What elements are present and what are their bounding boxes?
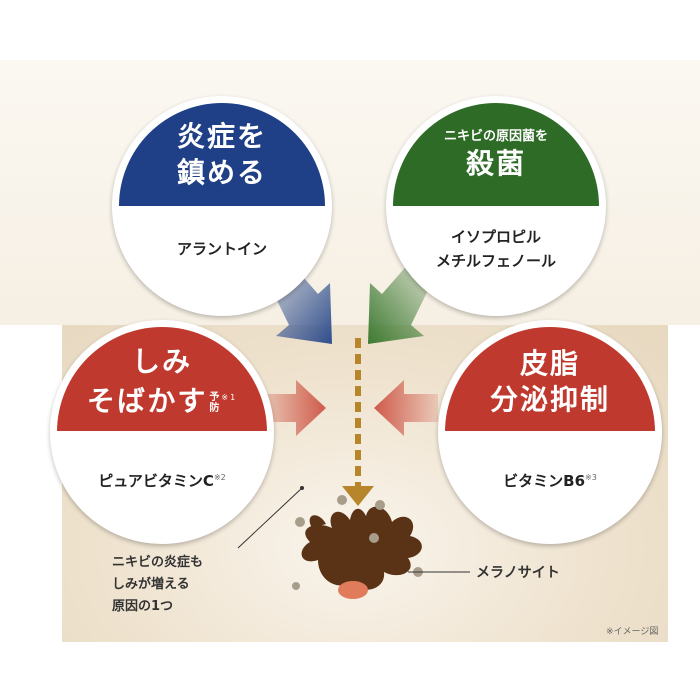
vitamin-c-note: ※2: [213, 472, 226, 482]
bubble-sterilize-body: イソプロピル メチルフェノール: [393, 206, 599, 292]
melanocyte-label: メラノサイト: [476, 565, 560, 581]
bubble-inflammation-header: 炎症を 鎮める: [119, 103, 325, 206]
sebum-title-line1: 皮脂: [519, 347, 580, 380]
prevent-line1: 予: [209, 391, 222, 403]
acne-note-line2: しみが増える: [112, 577, 190, 592]
bubble-spots: しみ そばかす予防※1 ピュアビタミンC※2: [50, 320, 274, 544]
red-arrow-right: [374, 380, 438, 436]
spots-title-line2-wrap: そばかす予防※1: [87, 380, 237, 419]
prevent-note: ※1: [221, 393, 238, 403]
inflammation-title-line2: 鎮める: [176, 155, 267, 189]
bubble-sebum-body: ビタミンB6※3: [445, 431, 655, 527]
ingredient-line2: メチルフェノール: [435, 252, 556, 270]
sterilize-title-small: ニキビの原因菌を: [443, 128, 548, 144]
prevent-line2: 防: [209, 402, 222, 414]
acne-note: ニキビの炎症も しみが増える 原因の1つ: [112, 552, 203, 618]
ingredient-vitamin-b6-wrap: ビタミンB6※3: [503, 466, 597, 493]
spots-title-line1: しみ: [131, 345, 192, 379]
acne-note-line1: ニキビの炎症も: [112, 555, 204, 570]
bubble-sebum: 皮脂 分泌抑制 ビタミンB6※3: [438, 320, 662, 544]
ingredient-vitamin-c-wrap: ピュアビタミンC※2: [98, 466, 226, 493]
acne-note-line3: 原因の1つ: [112, 599, 174, 614]
prevent-stack: 予防: [209, 392, 221, 414]
spots-title-line2: そばかす: [86, 384, 208, 418]
bubble-spots-header: しみ そばかす予防※1: [57, 327, 267, 431]
bubble-sterilize-header: ニキビの原因菌を 殺菌: [393, 103, 599, 206]
melanocyte: [292, 495, 423, 599]
bubble-inflammation-body: アラントイン: [119, 206, 325, 292]
sebum-title-line2: 分泌抑制: [489, 383, 610, 416]
bubble-sebum-header: 皮脂 分泌抑制: [445, 327, 655, 431]
ingredient-vitamin-b6: ビタミンB6: [503, 471, 586, 490]
image-caption: ※イメージ図: [606, 627, 659, 637]
bubble-spots-body: ピュアビタミンC※2: [57, 431, 267, 527]
red-arrow-left: [262, 380, 326, 436]
sterilize-title-big: 殺菌: [465, 146, 526, 180]
ingredient-allantoin: アラントイン: [176, 240, 267, 258]
note-leader-line: [237, 487, 303, 549]
dashed-arrow-head: [342, 486, 374, 506]
inflammation-title-line1: 炎症を: [176, 119, 267, 153]
bubble-sterilize: ニキビの原因菌を 殺菌 イソプロピル メチルフェノール: [386, 96, 606, 316]
bubble-inflammation: 炎症を 鎮める アラントイン: [112, 96, 332, 316]
ingredient-line1: イソプロピル: [450, 228, 541, 246]
ingredient-vitamin-c: ピュアビタミンC: [98, 471, 214, 490]
vitamin-b6-note: ※3: [585, 472, 597, 482]
